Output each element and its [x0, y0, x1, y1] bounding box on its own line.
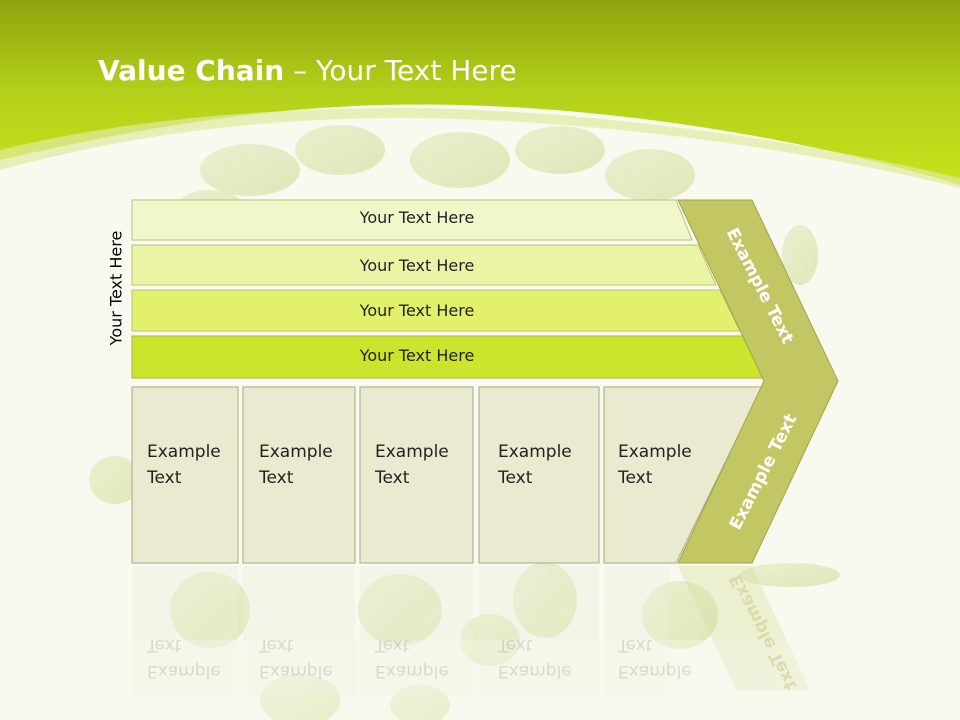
card-2-shape — [242, 386, 356, 564]
row-4-label: Your Text Here — [359, 346, 475, 365]
card-1-label: Example Text — [147, 442, 221, 488]
value-chain-cards — [131, 386, 763, 564]
card-1-reflection: Example Text — [147, 635, 221, 681]
row-2-label: Your Text Here — [359, 256, 475, 275]
title-separator: – — [284, 54, 317, 87]
value-chain-rows — [131, 199, 765, 379]
card-4-label: Example Text — [498, 442, 572, 488]
card-2-label: Example Text — [259, 442, 333, 488]
side-label: Your Text Here — [106, 230, 126, 346]
card-2-reflection: Example Text — [259, 635, 333, 681]
card-3-shape — [359, 386, 474, 564]
reflections — [132, 566, 810, 696]
title-rest: Your Text Here — [316, 54, 517, 87]
row-3-label: Your Text Here — [359, 301, 475, 320]
card-5-label: Example Text — [618, 442, 692, 488]
row-2-shape — [131, 244, 717, 286]
title-bold: Value Chain — [98, 54, 285, 87]
card-3-reflection: Example Text — [375, 635, 449, 681]
card-5-shape — [603, 386, 763, 564]
card-5-reflection: Example Text — [618, 635, 692, 681]
row-1-shape — [131, 199, 693, 241]
card-4-reflection: Example Text — [498, 635, 572, 681]
card-4-shape — [478, 386, 600, 564]
card-1-shape — [131, 386, 239, 564]
row-1-label: Your Text Here — [359, 208, 475, 227]
slide-title: Value Chain – Your Text Here — [98, 54, 517, 87]
chevron-shape — [677, 199, 839, 564]
card-3-label: Example Text — [375, 442, 449, 488]
